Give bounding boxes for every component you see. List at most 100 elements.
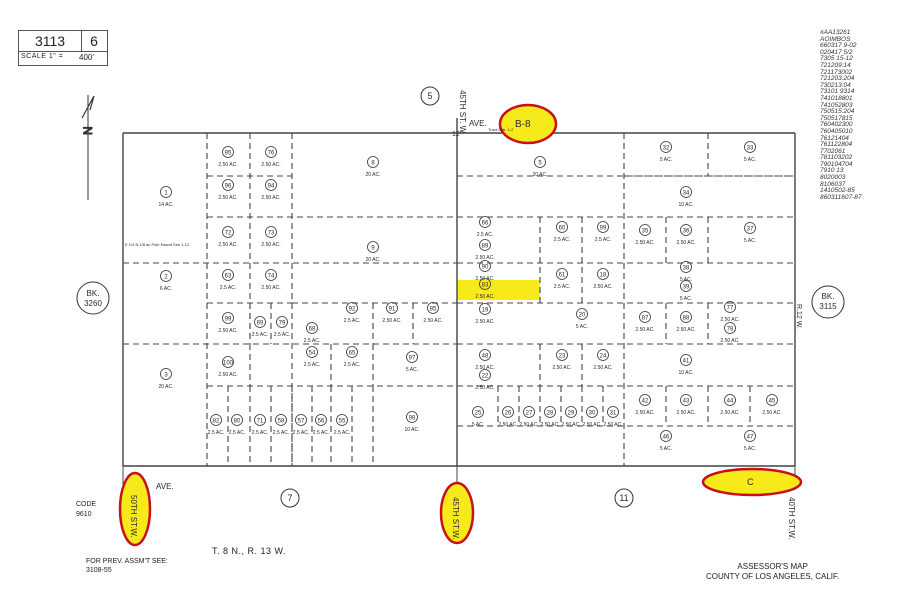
- parcel-80[interactable]: 802.5 AC.: [229, 414, 245, 437]
- parcel-31[interactable]: 312.50 AC.: [603, 406, 623, 429]
- parcel-area: 2.5 AC.: [293, 430, 309, 436]
- parcel-22[interactable]: 222.50 AC.: [475, 369, 495, 392]
- parcel-74[interactable]: 742.50 AC.: [261, 269, 281, 292]
- 45th-st-highlight[interactable]: [439, 481, 475, 545]
- parcel-46[interactable]: 465 AC.: [660, 430, 672, 453]
- parcel-27[interactable]: 272.50 AC.: [519, 406, 539, 429]
- parcel-28[interactable]: 282.50 AC.: [540, 406, 560, 429]
- parcel-42[interactable]: 422.50 AC.: [635, 394, 655, 417]
- parcel-77[interactable]: 772.50 AC.: [720, 301, 740, 324]
- parcel-63[interactable]: 632.5 AC.: [220, 269, 236, 292]
- parcel-68[interactable]: 682.5 AC.: [304, 322, 320, 345]
- parcel-38[interactable]: 385 AC.: [680, 261, 692, 284]
- parcel-26[interactable]: 262.50 AC.: [498, 406, 518, 429]
- parcel-76[interactable]: 762.50 AC.: [261, 146, 281, 169]
- parcel-71[interactable]: 712.5 AC.: [252, 414, 268, 437]
- parcel-90[interactable]: 902.50 AC.: [475, 260, 495, 283]
- parcel-54[interactable]: 542.5 AC.: [304, 346, 320, 369]
- parcel-5[interactable]: 520 AC.: [532, 156, 548, 179]
- parcel-29[interactable]: 292.50 AC.: [561, 406, 581, 429]
- parcel-number: 3: [164, 373, 168, 379]
- parcel-56[interactable]: 562.5 AC.: [313, 414, 329, 437]
- parcel-18[interactable]: 182.50 AC.: [593, 268, 613, 291]
- parcel-19[interactable]: 192.50 AC.: [475, 303, 495, 326]
- parcel-73[interactable]: 732.50 AC.: [261, 226, 281, 249]
- parcel-area: 2.50 AC.: [593, 365, 612, 371]
- parcel-number: 83: [482, 283, 489, 289]
- parcel-area: 5 AC.: [680, 277, 692, 283]
- highlighted-parcel-83[interactable]: [457, 280, 540, 300]
- parcel-30[interactable]: 302.50 AC.: [582, 406, 602, 429]
- parcel-area: 5 AC.: [472, 422, 484, 428]
- parcel-24[interactable]: 242.50 AC.: [593, 349, 613, 372]
- parcel-66[interactable]: 662.5 AC.: [477, 216, 493, 239]
- 50th-st-highlight[interactable]: [118, 471, 152, 547]
- parcel-60[interactable]: 602.5 AC.: [554, 221, 570, 244]
- c-highlight[interactable]: [701, 467, 803, 497]
- parcel-number: 61: [559, 273, 566, 279]
- parcel-3[interactable]: 320 AC.: [158, 368, 174, 391]
- parcel-47[interactable]: 475 AC.: [744, 430, 756, 453]
- parcel-20[interactable]: 205 AC.: [576, 308, 588, 331]
- document-number: 760402300: [820, 121, 853, 129]
- b8-highlight[interactable]: [498, 103, 558, 145]
- parcel-9[interactable]: 920 AC.: [365, 241, 381, 264]
- parcel-94[interactable]: 942.50 AC.: [261, 179, 281, 202]
- parcel-96[interactable]: 962.50 AC.: [218, 179, 238, 202]
- parcel-number: 2: [164, 275, 168, 281]
- parcel-88[interactable]: 882.50 AC.: [676, 311, 696, 334]
- bk-3115-badge[interactable]: BK. 3115: [811, 285, 845, 319]
- parcel-39[interactable]: 395 AC.: [680, 280, 692, 303]
- parcel-43[interactable]: 432.50 AC.: [676, 394, 696, 417]
- parcel-89[interactable]: 892.50 AC.: [475, 239, 495, 262]
- parcel-area: 2.50 AC.: [498, 422, 517, 428]
- parcel-72[interactable]: 722.50 AC.: [218, 226, 238, 249]
- parcel-83[interactable]: 832.50 AC.: [475, 278, 495, 301]
- parcel-33[interactable]: 335 AC.: [744, 141, 756, 164]
- parcel-85[interactable]: 852.50 AC.: [423, 302, 443, 325]
- parcel-65[interactable]: 652.5 AC.: [344, 346, 360, 369]
- parcel-2[interactable]: 26 AC.: [160, 270, 172, 293]
- parcel-97[interactable]: 975 AC.: [406, 351, 418, 374]
- parcel-36[interactable]: 362.50 AC.: [676, 224, 696, 247]
- parcel-57[interactable]: 572.5 AC.: [293, 414, 309, 437]
- parcel-area: 2.5 AC.: [220, 285, 236, 291]
- svg-text:BK.: BK.: [822, 292, 835, 301]
- parcel-92[interactable]: 922.5 AC.: [344, 302, 360, 325]
- parcel-1[interactable]: 114 AC.: [158, 186, 174, 209]
- parcel-91[interactable]: 912.50 AC.: [382, 302, 402, 325]
- parcel-61[interactable]: 612.5 AC.: [554, 268, 570, 291]
- parcel-area: 5 AC.: [680, 296, 692, 302]
- parcel-87[interactable]: 872.50 AC.: [635, 311, 655, 334]
- parcel-44[interactable]: 442.50 AC.: [720, 394, 740, 417]
- parcel-58[interactable]: 582.5 AC.: [273, 414, 289, 437]
- parcel-area: 2.50 AC.: [261, 195, 280, 201]
- parcel-79[interactable]: 792.5 AC.: [274, 316, 290, 339]
- parcel-23[interactable]: 232.50 AC.: [552, 349, 572, 372]
- parcel-35[interactable]: 352.50 AC.: [635, 224, 655, 247]
- document-number: 750515:204: [820, 108, 855, 116]
- parcel-95[interactable]: 952.50 AC.: [218, 146, 238, 169]
- parcel-78[interactable]: 782.50 AC.: [720, 322, 740, 345]
- parcel-99[interactable]: 992.50 AC.: [218, 312, 238, 335]
- parcel-99[interactable]: 992.5 AC.: [595, 221, 611, 244]
- document-number: 730213:04: [820, 81, 851, 89]
- parcel-number: 79: [279, 321, 286, 327]
- parcel-8[interactable]: 820 AC.: [365, 156, 381, 179]
- parcel-number: 80: [234, 419, 241, 425]
- parcel-48[interactable]: 482.50 AC.: [475, 349, 495, 372]
- section-5: 5: [420, 86, 440, 106]
- parcel-69[interactable]: 692.5 AC.: [252, 316, 268, 339]
- parcel-37[interactable]: 375 AC.: [744, 222, 756, 245]
- parcel-45[interactable]: 452.50 AC.: [762, 394, 782, 417]
- parcel-82[interactable]: 822.5 AC.: [208, 414, 224, 437]
- parcel-25[interactable]: 255 AC.: [472, 406, 484, 429]
- parcel-32[interactable]: 325 AC.: [660, 141, 672, 164]
- parcel-55[interactable]: 552.5 AC.: [334, 414, 350, 437]
- bk-3260-badge[interactable]: BK. 3260: [76, 281, 110, 315]
